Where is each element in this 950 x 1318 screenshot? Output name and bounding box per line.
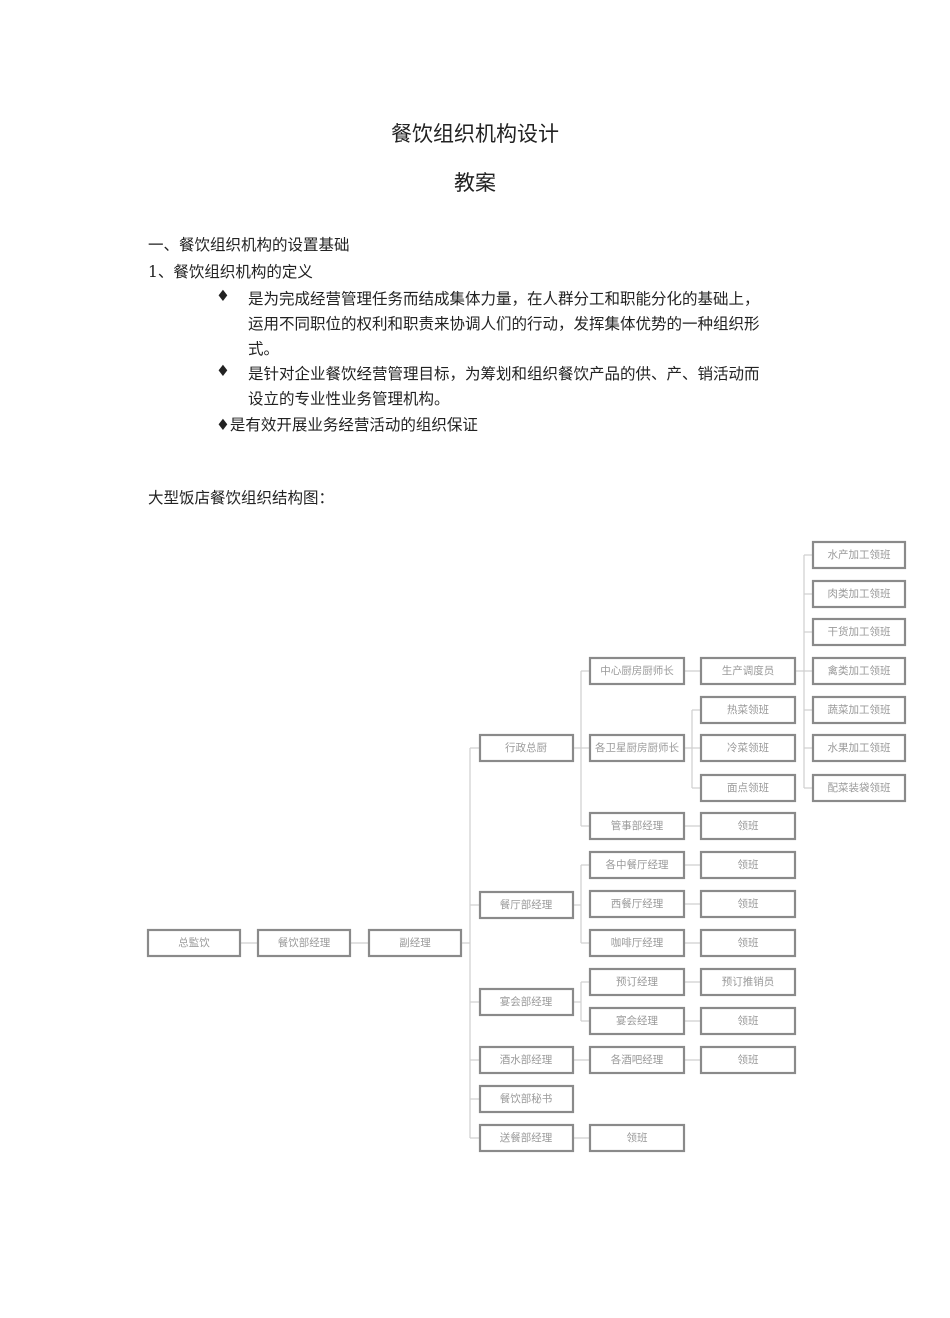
svg-text:蔬菜加工领班: 蔬菜加工领班 [828,703,891,716]
svg-text:领班: 领班 [738,936,759,949]
svg-text:行政总厨: 行政总厨 [505,741,547,754]
org-box-satellite-kitchen-chef: 各卫星厨房厨师长 [588,733,686,763]
bullet-text: 设立的专业性业务管理机构。 [248,390,450,408]
svg-text:咖啡厅经理: 咖啡厅经理 [611,936,664,949]
org-box-secretary: 餐饮部秘书 [478,1084,575,1114]
svg-text:领班: 领班 [738,1053,759,1066]
org-box-bar-leader: 领班 [699,1045,797,1075]
bullet-text: 运用不同职位的权利和职责来协调人们的行动，发挥集体优势的一种组织形 [248,315,760,333]
svg-text:禽类加工领班: 禽类加工领班 [828,664,891,677]
org-box-delivery-manager: 送餐部经理 [478,1123,575,1153]
org-box-fruit-leader: 水果加工领班 [811,733,907,763]
bullet-text: 是为完成经营管理任务而结成集体力量，在人群分工和职能分化的基础上， [248,290,760,308]
svg-text:宴会经理: 宴会经理 [616,1014,658,1027]
svg-text:肉类加工领班: 肉类加工领班 [828,587,891,600]
org-box-cold-dish-leader: 冷菜领班 [699,733,797,763]
bullet-text: 式。 [248,340,280,358]
org-box-vegetable-leader: 蔬菜加工领班 [811,695,907,725]
document-title: 餐饮组织机构设计 [391,122,559,146]
bullet-text: ♦是有效开展业务经营活动的组织保证 [216,416,478,434]
org-box-central-kitchen-chef: 中心厨房厨师长 [588,656,686,686]
org-box-deputy-manager: 副经理 [367,928,463,958]
org-box-meat-leader: 肉类加工领班 [811,579,907,609]
org-box-packing-leader: 配菜装袋领班 [811,773,907,803]
org-box-poultry-leader: 禽类加工领班 [811,656,907,686]
document-subtitle: 教案 [454,171,496,195]
org-box-western-leader: 领班 [699,889,797,919]
org-box-banquet-dept-manager: 宴会部经理 [478,987,575,1017]
org-box-restaurant-manager: 餐厅部经理 [478,890,575,920]
svg-text:餐饮部秘书: 餐饮部秘书 [500,1092,553,1105]
org-box-dried-goods-leader: 干货加工领班 [811,617,907,647]
org-box-beverage-manager: 酒水部经理 [478,1045,575,1075]
bullet-icon: ♦ [216,362,230,380]
svg-text:中心厨房厨师长: 中心厨房厨师长 [600,664,674,677]
bullet-icon: ♦ [216,287,230,305]
svg-text:预订推销员: 预订推销员 [722,975,775,988]
chart-caption: 大型饭店餐饮组织结构图： [148,489,335,507]
org-box-fb-manager: 餐饮部经理 [256,928,352,958]
org-box-booking-manager: 预订经理 [588,967,686,997]
svg-text:领班: 领班 [738,819,759,832]
bullet-text: 是针对企业餐饮经营管理目标，为筹划和组织餐饮产品的供、产、销活动而 [248,365,760,383]
svg-text:水产加工领班: 水产加工领班 [828,548,891,561]
org-box-executive-chef: 行政总厨 [478,733,575,763]
org-box-cafe-manager: 咖啡厅经理 [588,928,686,958]
org-box-production-scheduler: 生产调度员 [699,656,797,686]
org-box-steward-manager: 管事部经理 [588,811,686,841]
svg-text:送餐部经理: 送餐部经理 [500,1131,553,1144]
org-box-banquet-leader: 领班 [699,1006,797,1036]
org-box-delivery-leader: 领班 [588,1123,686,1153]
svg-text:热菜领班: 热菜领班 [727,703,769,716]
svg-text:各酒吧经理: 各酒吧经理 [611,1053,664,1066]
svg-text:各中餐厅经理: 各中餐厅经理 [606,858,669,871]
org-box-general-director: 总監饮 [146,928,242,958]
svg-text:副经理: 副经理 [399,936,431,949]
subsection-heading: 1、餐饮组织机构的定义 [148,263,313,281]
svg-text:管事部经理: 管事部经理 [611,819,664,832]
org-box-hot-dish-leader: 热菜领班 [699,695,797,725]
svg-text:领班: 领班 [738,897,759,910]
org-box-banquet-manager: 宴会经理 [588,1006,686,1036]
svg-text:总監饮: 总監饮 [178,936,210,949]
svg-text:干货加工领班: 干货加工领班 [828,625,891,638]
org-box-western-restaurant-manager: 西餐厅经理 [588,889,686,919]
org-box-seafood-leader: 水产加工领班 [811,540,907,570]
org-box-steward-leader: 领班 [699,811,797,841]
svg-text:冷菜领班: 冷菜领班 [727,741,769,754]
svg-text:餐厅部经理: 餐厅部经理 [500,898,553,911]
connectors [240,554,813,1139]
svg-text:预订经理: 预订经理 [616,975,658,988]
svg-text:各卫星厨房厨师长: 各卫星厨房厨师长 [595,741,679,754]
org-box-pastry-leader: 面点领班 [699,773,797,803]
svg-text:生产调度员: 生产调度员 [722,664,775,677]
svg-text:餐饮部经理: 餐饮部经理 [278,936,331,949]
org-box-bar-manager: 各酒吧经理 [588,1045,686,1075]
svg-text:面点领班: 面点领班 [727,781,769,794]
svg-text:配菜装袋领班: 配菜装袋领班 [828,781,891,794]
org-box-chinese-restaurant-manager: 各中餐厅经理 [588,850,686,880]
section-heading: 一、餐饮组织机构的设置基础 [148,236,350,254]
svg-text:西餐厅经理: 西餐厅经理 [611,897,664,910]
svg-text:领班: 领班 [627,1131,648,1144]
svg-text:酒水部经理: 酒水部经理 [500,1053,553,1066]
svg-text:宴会部经理: 宴会部经理 [500,995,553,1008]
org-box-chinese-leader: 领班 [699,850,797,880]
svg-text:领班: 领班 [738,1014,759,1027]
svg-text:水果加工领班: 水果加工领班 [828,741,891,754]
org-box-booking-sales: 预订推销员 [699,967,797,997]
org-box-cafe-leader: 领班 [699,928,797,958]
svg-text:领班: 领班 [738,858,759,871]
